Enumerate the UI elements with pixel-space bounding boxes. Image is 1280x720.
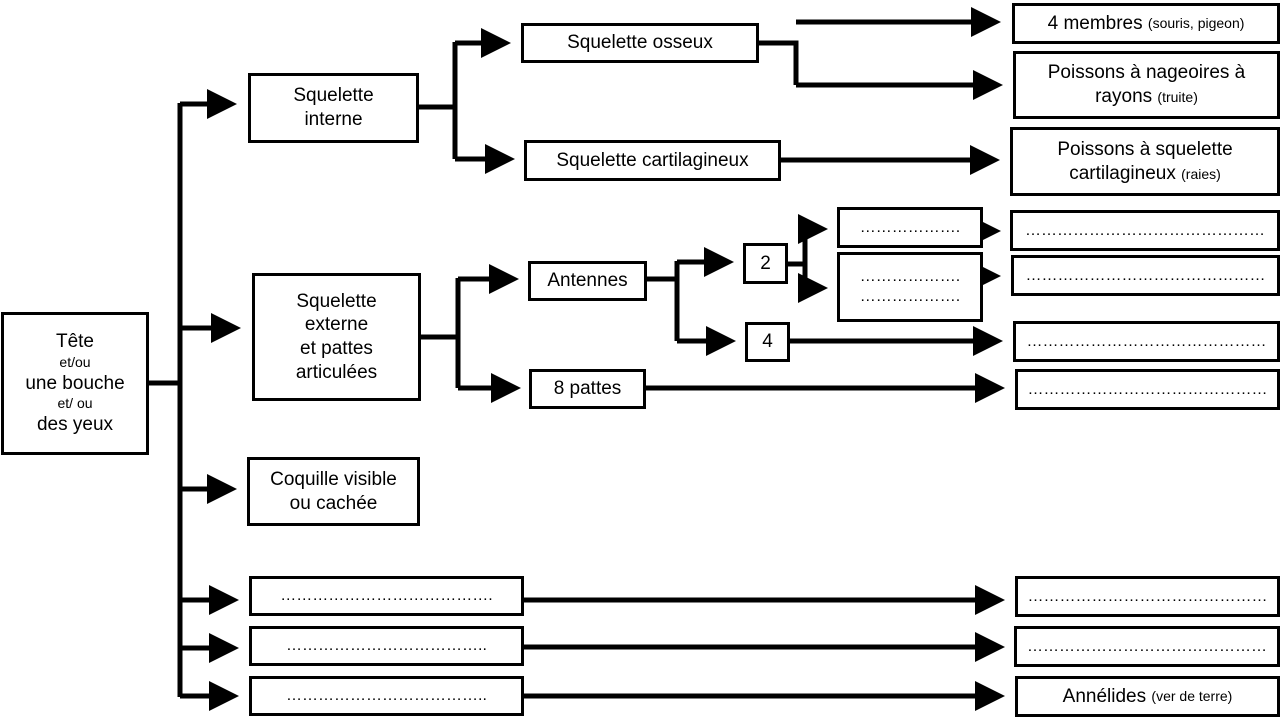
four-limbs-text: 4 membres — [1047, 12, 1143, 34]
antennae-text: Antennes — [547, 270, 628, 292]
antennae-connector — [646, 261, 680, 341]
cartilaginous-fish-main: cartilagineux — [1069, 162, 1176, 184]
root-line3: une bouche — [25, 372, 125, 394]
annelids-text: Annélides — [1062, 685, 1147, 707]
internal-skeleton-line1: Squelette — [293, 85, 374, 107]
internal-skeleton-line2: interne — [304, 109, 363, 130]
result-blank-a-text: ……………………………………… — [1025, 221, 1265, 239]
root-line1: Tête — [55, 331, 95, 353]
cartilaginous-skeleton-text: Squelette cartilagineux — [556, 149, 749, 171]
two-box: 2 — [743, 243, 788, 284]
result-blank-four: ……………………………………… — [1013, 321, 1280, 362]
external-connector — [420, 278, 461, 388]
external-skeleton-line2: externe — [304, 314, 369, 336]
eight-legs-box: 8 pattes — [529, 369, 646, 409]
internal-skeleton-box: Squelette interne — [248, 73, 419, 143]
cartilaginous-fish-example: (raies) — [1181, 165, 1221, 182]
two-connector — [787, 228, 808, 288]
shell-line2: ou cachée — [289, 492, 378, 514]
blank-box-a-text: ………………. — [859, 218, 961, 236]
external-skeleton-line3: et pattes — [300, 338, 373, 359]
four-text: 4 — [762, 331, 773, 353]
root-line2: et/ou — [59, 354, 91, 371]
annelids-example: (ver de terre) — [1151, 687, 1233, 704]
ray-finned-line2: rayons (truite) — [1095, 85, 1198, 109]
root-box: Tête et/ou une bouche et/ ou des yeux — [1, 312, 149, 455]
bony-skeleton-box: Squelette osseux — [521, 23, 759, 63]
shell-line1: Coquille visible — [270, 468, 397, 490]
result-blank-row1: ……………………………………… — [1015, 576, 1280, 617]
internal-connector — [418, 42, 458, 159]
blank-box-a: ………………. — [837, 207, 983, 248]
external-skeleton-box: Squelette externe et pattes articulées — [252, 273, 421, 401]
result-blank-a: ……………………………………… — [1010, 210, 1280, 251]
blank-box-b-text2: ………………. — [859, 288, 961, 305]
cartilaginous-fish-line2: cartilagineux (raies) — [1069, 162, 1221, 186]
annelids-box: Annélides (ver de terre) — [1015, 676, 1280, 717]
cartilaginous-skeleton-box: Squelette cartilagineux — [524, 140, 781, 181]
result-blank-row1-text: ……………………………………… — [1027, 587, 1268, 605]
two-text: 2 — [760, 252, 771, 274]
shell-box: Coquille visible ou cachée — [247, 457, 420, 526]
root-line5: des yeux — [36, 413, 114, 435]
cartilaginous-fish-line1: Poissons à squelette — [1057, 138, 1233, 160]
ray-finned-main: rayons — [1095, 86, 1153, 107]
external-skeleton-line1: Squelette — [296, 290, 377, 312]
blank-box-3: ……………………………….. — [249, 676, 524, 716]
blank-box-2-text: ……………………………….. — [286, 637, 487, 654]
ray-finned-example: (truite) — [1157, 89, 1198, 105]
bony-skeleton-text: Squelette osseux — [567, 32, 713, 54]
blank-box-2: ……………………………….. — [249, 626, 524, 666]
blank-box-b-text1: ………………. — [859, 268, 961, 285]
result-blank-b-text: ……………………………………… — [1025, 266, 1266, 284]
cartilaginous-fish-box: Poissons à squelette cartilagineux (raie… — [1010, 127, 1280, 196]
blank-box-3-text: ……………………………….. — [286, 687, 487, 704]
bony-connector — [758, 22, 796, 85]
root-line4: et/ ou — [57, 395, 93, 412]
ray-finned-line1: Poissons à nageoires à — [1047, 62, 1246, 84]
result-blank-b: ……………………………………… — [1011, 255, 1280, 296]
result-blank-four-text: ……………………………………… — [1026, 332, 1267, 350]
eight-legs-text: 8 pattes — [553, 378, 622, 400]
blank-box-1-text: …………………………………. — [280, 587, 493, 604]
external-skeleton-line4: articulées — [295, 361, 378, 383]
four-limbs-box: 4 membres (souris, pigeon) — [1012, 3, 1280, 44]
result-blank-row2-text: ……………………………………… — [1027, 637, 1267, 655]
result-blank-eight-text: ……………………………………… — [1027, 380, 1268, 398]
ray-finned-fish-box: Poissons à nageoires à rayons (truite) — [1013, 51, 1280, 119]
antennae-box: Antennes — [528, 261, 647, 301]
four-box: 4 — [745, 322, 790, 362]
result-blank-row2: ……………………………………… — [1014, 626, 1280, 667]
blank-box-1: …………………………………. — [249, 576, 524, 616]
blank-box-b: ………………. ………………. — [837, 252, 983, 322]
result-blank-eight: ……………………………………… — [1015, 369, 1280, 410]
four-limbs-example: (souris, pigeon) — [1147, 14, 1245, 31]
